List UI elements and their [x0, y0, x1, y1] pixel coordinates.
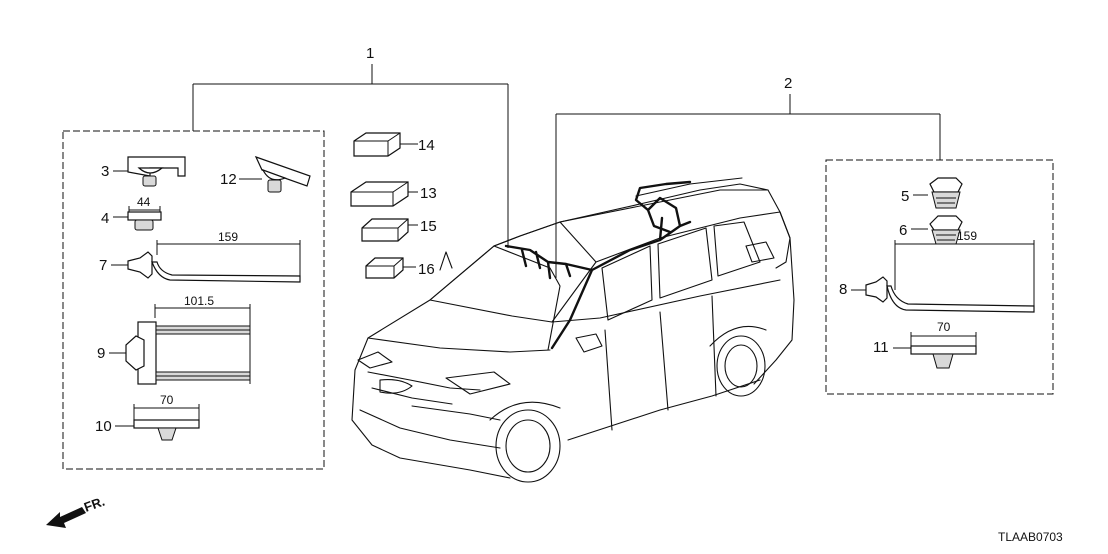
- part-9-clip-ties: 9 101.5: [97, 294, 251, 385]
- svg-text:15: 15: [420, 218, 437, 235]
- callout-2: 2: [784, 75, 792, 92]
- part-5-clip: 5: [901, 177, 963, 209]
- svg-text:16: 16: [418, 261, 435, 278]
- part-8-clip-tape: 8 159: [839, 229, 1035, 313]
- callout-1: 1: [366, 45, 374, 62]
- svg-text:6: 6: [899, 222, 907, 239]
- svg-text:3: 3: [101, 163, 109, 180]
- svg-text:9: 9: [97, 345, 105, 362]
- part-4-clip: 4 44: [101, 195, 162, 231]
- svg-text:11: 11: [873, 339, 889, 356]
- dimension-44: 44: [137, 195, 151, 209]
- diagram-code: TLAAB0703: [998, 530, 1063, 544]
- dimension-70-left: 70: [160, 393, 174, 407]
- group-2-bracket: [555, 94, 941, 278]
- wire-harness: [504, 180, 692, 350]
- part-12-clip: 12: [220, 155, 311, 193]
- part-3-clip: 3: [101, 156, 186, 187]
- part-7-clip-tape: 7 159: [99, 230, 301, 283]
- dimension-101-5: 101.5: [184, 294, 214, 308]
- part-13-tape: 13: [350, 181, 437, 207]
- group-1-box: [62, 130, 325, 470]
- part-11-clip: 11 70: [873, 320, 977, 369]
- group-2-box: [825, 159, 1054, 395]
- front-label: FR.: [82, 494, 107, 515]
- svg-text:8: 8: [839, 281, 847, 298]
- dimension-159-left: 159: [218, 230, 238, 244]
- dimension-159-right: 159: [957, 229, 977, 243]
- dimension-70-right: 70: [937, 320, 951, 334]
- part-10-clip: 10 70: [95, 393, 200, 441]
- part-15-tape: 15: [361, 218, 437, 242]
- svg-text:10: 10: [95, 418, 112, 435]
- part-16-tape: 16: [365, 257, 435, 279]
- svg-text:12: 12: [220, 171, 237, 188]
- vehicle-illustration: [351, 177, 795, 483]
- svg-text:13: 13: [420, 185, 437, 202]
- svg-text:5: 5: [901, 188, 909, 205]
- svg-text:4: 4: [101, 210, 109, 227]
- part-6-clip: 6: [899, 215, 963, 245]
- svg-text:7: 7: [99, 257, 107, 274]
- group-1-bracket: [192, 64, 509, 248]
- part-14-tape: 14: [353, 132, 435, 157]
- svg-text:14: 14: [418, 137, 435, 154]
- front-arrow-icon: FR.: [46, 494, 107, 528]
